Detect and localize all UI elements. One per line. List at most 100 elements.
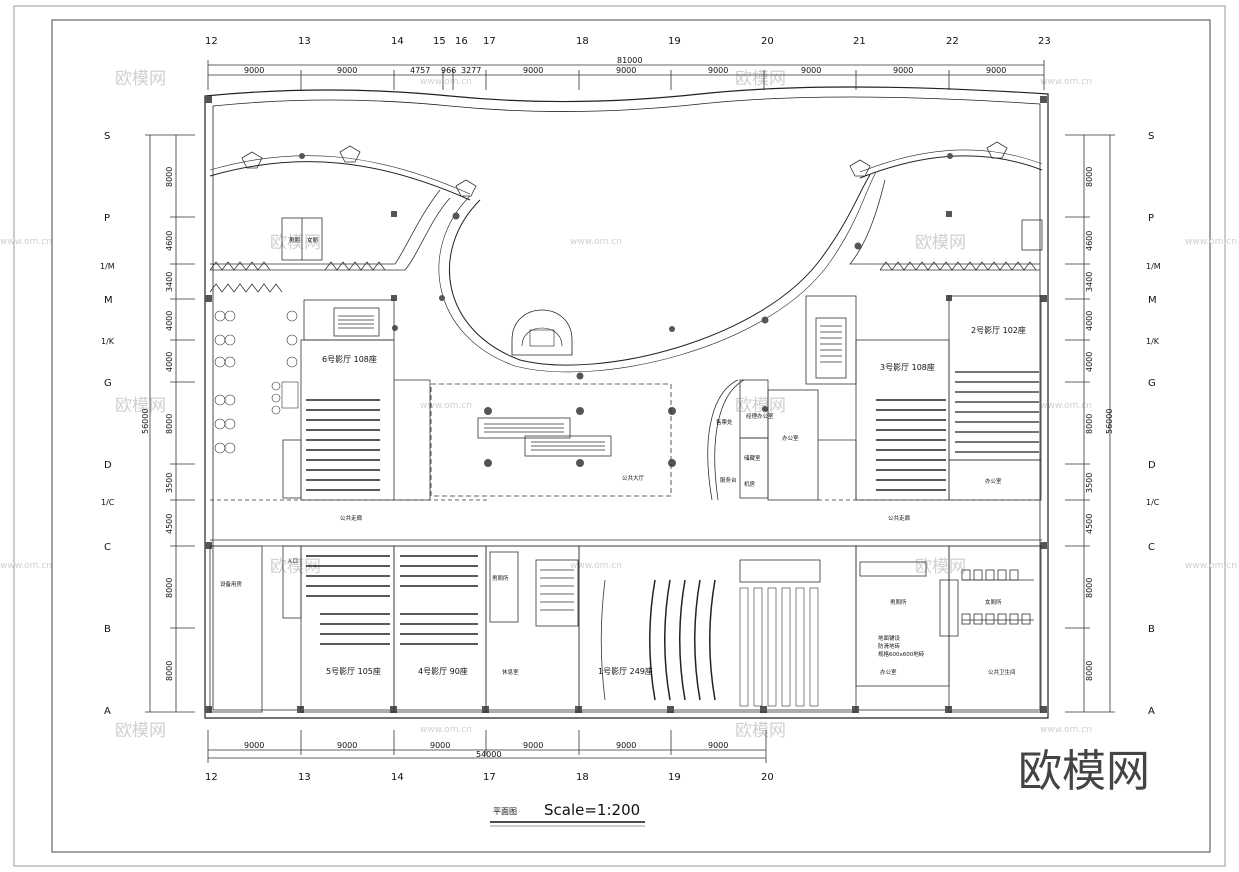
axis-label: 18 (576, 772, 589, 783)
svg-text:8000: 8000 (165, 661, 174, 681)
hall-2 (948, 295, 1042, 501)
upper-wings (209, 179, 1043, 293)
axis-label: 21 (853, 36, 866, 47)
bottom-right (855, 545, 1042, 713)
svg-text:www.om.cn: www.om.cn (420, 401, 472, 411)
svg-text:机房: 机房 (744, 480, 756, 488)
svg-text:G: G (1148, 378, 1156, 389)
svg-text:欧模网: 欧模网 (735, 69, 786, 89)
svg-text:储藏室: 储藏室 (744, 454, 761, 462)
svg-text:4000: 4000 (1085, 311, 1094, 331)
svg-text:G: G (104, 378, 112, 389)
svg-text:地面铺设: 地面铺设 (878, 634, 901, 642)
hall-4-label: 4号影厅 90座 (418, 666, 468, 676)
axis-label: 17 (483, 36, 496, 47)
axis-label: 14 (391, 772, 404, 783)
top-dimension-chain: 81000 9000 9000 4757 966 3277 9000 9000 … (207, 56, 1045, 90)
svg-text:9000: 9000 (893, 66, 913, 75)
svg-text:9000: 9000 (244, 741, 264, 750)
room-label: 男厕 (289, 237, 301, 244)
svg-text:1/M: 1/M (1146, 262, 1161, 271)
right-dimension-chain: 8000 4600 3400 4000 4000 8000 3500 4500 … (1065, 134, 1115, 713)
svg-text:9000: 9000 (616, 741, 636, 750)
svg-text:公共卫生间: 公共卫生间 (988, 668, 1016, 676)
axis-label: 15 (433, 36, 446, 47)
svg-text:女厕所: 女厕所 (985, 598, 1002, 606)
axis-label: 22 (946, 36, 959, 47)
axis-label: 23 (1038, 36, 1051, 47)
hall-6-label: 6号影厅 108座 (322, 354, 377, 364)
axis-label: 20 (761, 36, 774, 47)
top-axis-labels: 12 13 14 15 16 17 18 19 20 21 22 23 (205, 36, 1051, 47)
inner-frame (51, 19, 1211, 853)
svg-text:3500: 3500 (1085, 473, 1094, 493)
svg-text:966: 966 (441, 66, 456, 75)
svg-text:3400: 3400 (165, 272, 174, 292)
svg-text:4000: 4000 (1085, 352, 1094, 372)
svg-text:男厕所: 男厕所 (492, 574, 509, 582)
svg-text:56000: 56000 (141, 409, 150, 434)
svg-text:C: C (1148, 542, 1155, 553)
svg-text:办公室: 办公室 (782, 434, 799, 442)
svg-text:3277: 3277 (461, 66, 481, 75)
svg-text:规格600x600地砖: 规格600x600地砖 (878, 650, 925, 658)
svg-text:S: S (1148, 131, 1154, 142)
watermarks: 欧模网 www.om.cn 欧模网 www.om.cn 欧模网 www.om.c… (0, 69, 1237, 741)
curve-ornaments (241, 141, 1008, 197)
svg-text:欧模网: 欧模网 (735, 721, 786, 741)
svg-text:9000: 9000 (337, 66, 357, 75)
axis-label: 18 (576, 36, 589, 47)
svg-text:1/M: 1/M (100, 262, 115, 271)
axis-label: 14 (391, 36, 404, 47)
svg-text:9000: 9000 (244, 66, 264, 75)
svg-text:www.om.cn: www.om.cn (1040, 77, 1092, 87)
svg-text:欧模网: 欧模网 (115, 69, 166, 89)
svg-text:www.om.cn: www.om.cn (1185, 237, 1237, 247)
hall-1 (578, 545, 857, 713)
room-label: 女厕 (307, 236, 319, 244)
svg-text:M: M (104, 295, 113, 306)
svg-text:8000: 8000 (1085, 414, 1094, 434)
svg-text:54000: 54000 (476, 750, 501, 759)
svg-text:9000: 9000 (523, 741, 543, 750)
svg-text:D: D (1148, 460, 1156, 471)
svg-text:男厕所: 男厕所 (890, 598, 907, 606)
svg-text:B: B (104, 624, 111, 635)
bottom-axis-labels: 12 13 14 17 18 19 20 (205, 772, 774, 783)
svg-text:www.om.cn: www.om.cn (1185, 561, 1237, 571)
axis-label: 12 (205, 36, 218, 47)
svg-text:1/K: 1/K (1146, 337, 1160, 346)
hall-1-label: 1号影厅 249座 (598, 666, 653, 676)
plan-scale: Scale=1:200 (544, 801, 640, 819)
svg-text:A: A (1148, 706, 1155, 717)
svg-text:S: S (104, 131, 110, 142)
axis-label: 16 (455, 36, 468, 47)
plan-title: 平面图 (493, 807, 517, 816)
corridor-left-label: 公共走廊 (340, 514, 363, 522)
svg-text:81000: 81000 (617, 56, 642, 65)
svg-text:4600: 4600 (165, 231, 174, 251)
svg-text:欧模网: 欧模网 (270, 233, 321, 253)
outer-frame (13, 5, 1226, 867)
svg-text:www.om.cn: www.om.cn (0, 561, 52, 571)
svg-text:4500: 4500 (1085, 514, 1094, 534)
svg-text:防滑地砖: 防滑地砖 (878, 642, 901, 650)
svg-text:售票处: 售票处 (716, 418, 733, 426)
svg-text:欧模网: 欧模网 (115, 396, 166, 416)
axis-label: 19 (668, 36, 681, 47)
axis-label: 13 (298, 36, 311, 47)
svg-text:1/K: 1/K (101, 337, 115, 346)
bottom-dimension-chain: 9000 9000 9000 9000 9000 9000 54000 (207, 730, 767, 763)
svg-text:9000: 9000 (337, 741, 357, 750)
svg-text:A: A (104, 706, 111, 717)
svg-text:8000: 8000 (1085, 578, 1094, 598)
svg-text:3400: 3400 (1085, 272, 1094, 292)
svg-text:P: P (104, 213, 110, 224)
svg-text:4000: 4000 (165, 352, 174, 372)
svg-text:8000: 8000 (1085, 661, 1094, 681)
corridor-right-label: 公共走廊 (888, 514, 911, 522)
axis-label: 20 (761, 772, 774, 783)
svg-text:P: P (1148, 213, 1154, 224)
